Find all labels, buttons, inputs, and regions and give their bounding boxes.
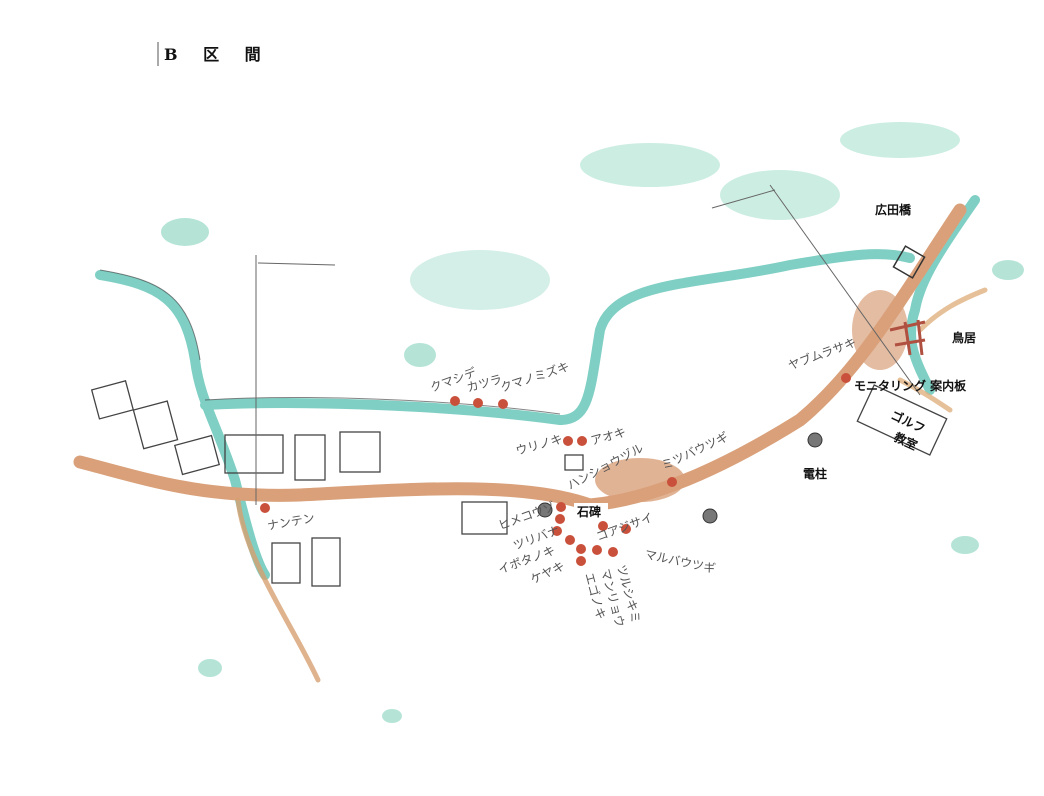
- monument-label: 石碑: [576, 504, 601, 519]
- pole-icons: [537, 432, 823, 524]
- survey-lines: [255, 184, 921, 505]
- species-label: ウリノキ: [514, 432, 564, 458]
- buildings: [90, 380, 948, 587]
- pole-label: 電柱: [803, 466, 827, 481]
- species-label: アオキ: [589, 425, 627, 448]
- monument-box: [574, 503, 608, 519]
- species-label: クマノミズキ: [498, 358, 571, 394]
- species-label: マルバウツギ: [643, 547, 716, 576]
- bridge-label: 広田橋: [875, 202, 912, 217]
- map-title: B 区 間: [164, 45, 271, 64]
- tree-markers: [260, 373, 851, 566]
- torii-label: 鳥居: [952, 330, 976, 345]
- torii-icon: [889, 319, 926, 356]
- open-area: [852, 290, 908, 370]
- open-area: [595, 458, 685, 502]
- greenery: [161, 122, 1024, 723]
- bridge-icon: [892, 245, 926, 279]
- board-label: モニタリング 案内板: [854, 378, 967, 393]
- species-labels: クマシデ カツラ クマノミズキ ウリノキ アオキ ハンショウヅル ミツバウツギ …: [266, 334, 858, 628]
- species-label: ナンテン: [266, 511, 316, 533]
- golf-label: ゴルフ: [889, 407, 928, 436]
